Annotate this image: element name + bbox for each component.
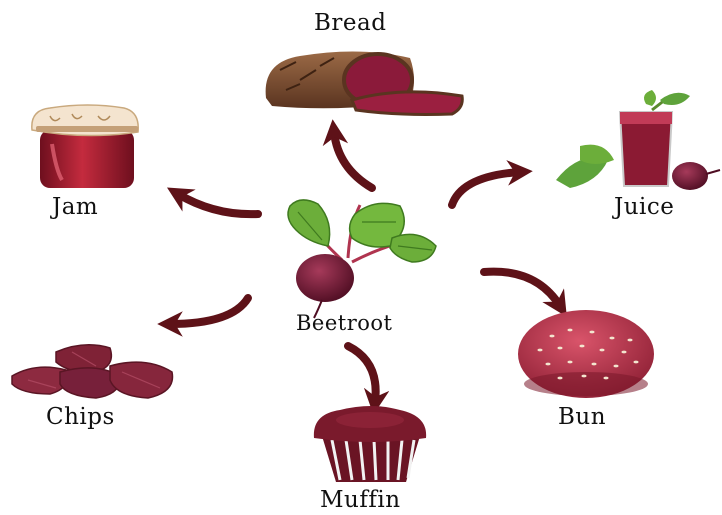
beetroot-label: Beetroot	[296, 311, 393, 335]
arrow-to-juice	[452, 172, 520, 205]
jam-label: Jam	[52, 194, 98, 220]
chips-label: Chips	[46, 404, 115, 430]
arrow-to-bread	[334, 132, 372, 188]
bun-icon	[518, 310, 654, 398]
juice-glass-icon	[556, 90, 720, 190]
muffin-label: Muffin	[320, 487, 401, 513]
arrow-to-bun	[484, 272, 560, 306]
arrow-to-jam	[178, 194, 258, 214]
juice-label: Juice	[614, 194, 674, 220]
arrow-to-muffin	[348, 346, 376, 402]
arrows	[170, 132, 560, 402]
bread-icon	[266, 51, 463, 114]
bread-label: Bread	[314, 10, 386, 36]
jam-jar-icon	[32, 105, 138, 188]
muffin-icon	[314, 406, 426, 482]
beetroot-icon	[288, 200, 436, 318]
chips-icon	[12, 345, 173, 398]
bun-label: Bun	[558, 404, 606, 430]
arrow-to-chips	[170, 298, 248, 324]
